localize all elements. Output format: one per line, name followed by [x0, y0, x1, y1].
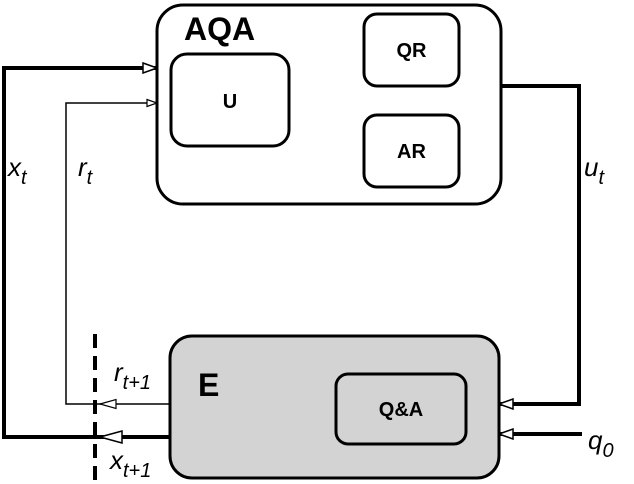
updater-box	[169, 52, 291, 148]
aqa-agent-label: AQA	[184, 11, 255, 47]
state-feedback-line	[2, 68, 170, 439]
next-state-arrow-icon	[97, 430, 123, 444]
answer-reasoner-label: AR	[397, 141, 426, 163]
reward-feedback-line	[65, 103, 170, 405]
question-reasoner-box	[362, 12, 461, 88]
question-reasoner-label: QR	[397, 40, 428, 62]
reward-label: rt	[78, 152, 94, 189]
action-line	[499, 84, 581, 404]
next-reward-arrow-icon	[97, 398, 117, 410]
environment-label: E	[198, 367, 219, 403]
initial-query-label: q0	[588, 425, 614, 462]
updater-label: U	[223, 91, 237, 113]
state-label: xt	[6, 152, 28, 189]
next-state-label: xt+1	[108, 445, 151, 482]
answer-reasoner-box	[362, 113, 461, 189]
next-reward-label: rt+1	[114, 357, 151, 394]
qa-module-label: Q&A	[379, 399, 423, 421]
qa-module-box	[334, 372, 468, 446]
action-label: ut	[584, 152, 605, 189]
